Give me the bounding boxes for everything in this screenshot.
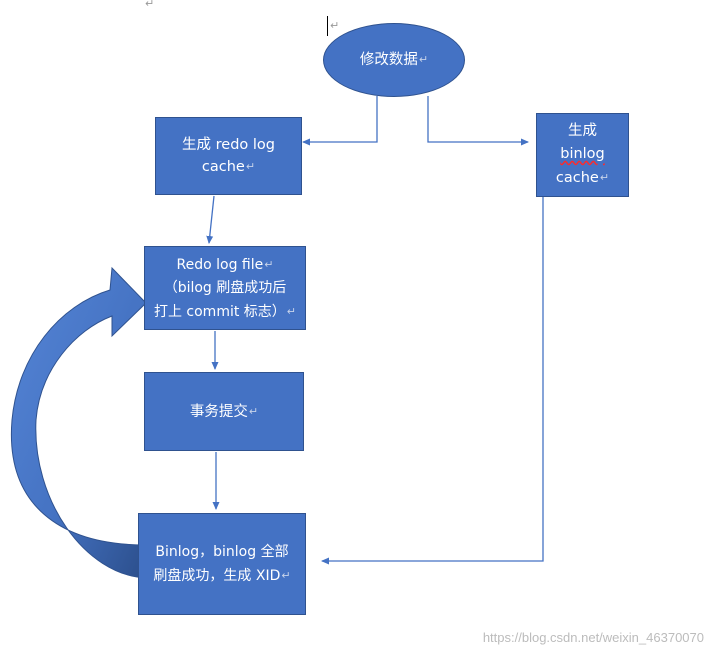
node-modify-data[interactable]: 修改数据↵ xyxy=(323,23,465,97)
text-cursor xyxy=(327,16,328,36)
connector-modify-to-redo-cache xyxy=(302,96,378,146)
return-mark: ↵ xyxy=(245,160,256,173)
return-mark: ↵ xyxy=(281,568,291,582)
node-commit-label: 事务提交 xyxy=(189,403,248,420)
connector-binlog-cache-to-binlog-flush xyxy=(321,197,544,565)
node-redo-cache-line-1: 生成 redo log xyxy=(182,137,275,153)
node-binlog-flush[interactable]: Binlog，binlog 全部 刷盘成功，生成 XID↵ xyxy=(138,513,306,615)
node-redo-cache-line-2: cache xyxy=(201,159,245,175)
node-binlog-flush-line-2: 刷盘成功，生成 XID xyxy=(153,567,281,584)
node-redo-file-line-2: （bilog 刷盘成功后 xyxy=(163,279,287,296)
node-binlog-cache-line-2: binlog xyxy=(560,146,605,162)
return-mark: ↵ xyxy=(599,171,610,184)
node-transaction-commit[interactable]: 事务提交↵ xyxy=(144,372,304,451)
paragraph-mark-cursor: ↵ xyxy=(330,19,340,32)
node-binlog-flush-line-1: Binlog，binlog 全部 xyxy=(155,543,289,560)
node-binlog-cache-line-1: 生成 xyxy=(568,123,597,139)
curved-feedback-arrow xyxy=(10,266,147,579)
connector-redo-cache-to-file xyxy=(206,195,215,244)
return-mark: ↵ xyxy=(264,257,274,271)
node-generate-binlog-cache[interactable]: 生成 binlog cache↵ xyxy=(536,113,629,197)
return-mark: ↵ xyxy=(248,404,259,418)
node-redo-log-file[interactable]: Redo log file↵ （bilog 刷盘成功后 打上 commit 标志… xyxy=(144,246,306,330)
node-generate-redo-log-cache[interactable]: 生成 redo log cache↵ xyxy=(155,117,302,195)
watermark: https://blog.csdn.net/weixin_46370070 xyxy=(482,630,704,645)
node-redo-file-line-1: Redo log file xyxy=(176,256,264,273)
node-modify-data-label: 修改数据 xyxy=(359,52,418,68)
node-binlog-cache-line-3: cache xyxy=(555,170,599,186)
return-mark: ↵ xyxy=(286,304,297,318)
connector-modify-to-binlog-cache xyxy=(427,96,529,146)
paragraph-mark-top: ↵ xyxy=(145,0,155,10)
return-mark: ↵ xyxy=(418,53,429,66)
node-redo-file-line-3: 打上 commit 标志） xyxy=(153,303,286,320)
